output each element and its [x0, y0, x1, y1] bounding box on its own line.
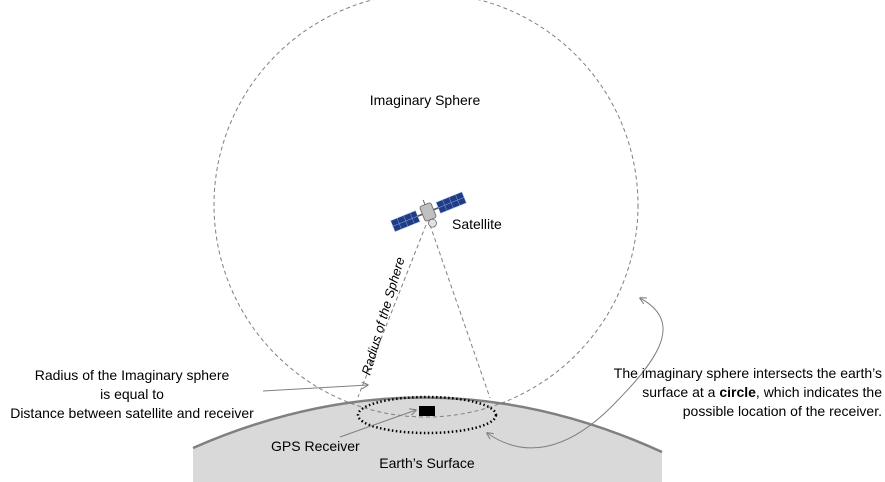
intersection-explanation: The imaginary sphere intersects the eart…	[586, 364, 882, 421]
intersection-line-2-bold: circle	[719, 384, 756, 400]
sphere-label: Imaginary Sphere	[369, 92, 481, 108]
radius-line-right	[429, 224, 491, 399]
radius-explanation-line-3: Distance between satellite and receiver	[10, 405, 254, 421]
intersection-line-2-post: , which indicates the	[755, 384, 882, 400]
intersection-explanation-line-2: surface at a circle, which indicates the	[586, 383, 882, 402]
intersection-explanation-line-3: possible location of the receiver.	[682, 403, 882, 419]
receiver-pointer-arrow	[339, 410, 416, 438]
gps-receiver-icon	[419, 406, 435, 416]
radius-explanation: Radius of the Imaginary sphere is equal …	[0, 366, 264, 423]
radius-pointer-arrow	[262, 385, 368, 392]
satellite-icon	[390, 191, 467, 233]
intersection-explanation-line-1: The imaginary sphere intersects the eart…	[613, 365, 882, 381]
intersection-pointer-arrow	[487, 298, 664, 449]
imaginary-sphere	[213, 0, 639, 418]
radius-explanation-line-2: is equal to	[100, 386, 164, 402]
intersection-line-2-pre: surface at a	[642, 384, 720, 400]
radius-explanation-line-1: Radius of the Imaginary sphere	[34, 367, 230, 383]
satellite-label: Satellite	[452, 216, 502, 232]
gps-receiver-label: GPS Receiver	[271, 438, 360, 454]
earth-surface-label: Earth’s Surface	[379, 455, 475, 471]
radius-line-left	[357, 224, 427, 398]
